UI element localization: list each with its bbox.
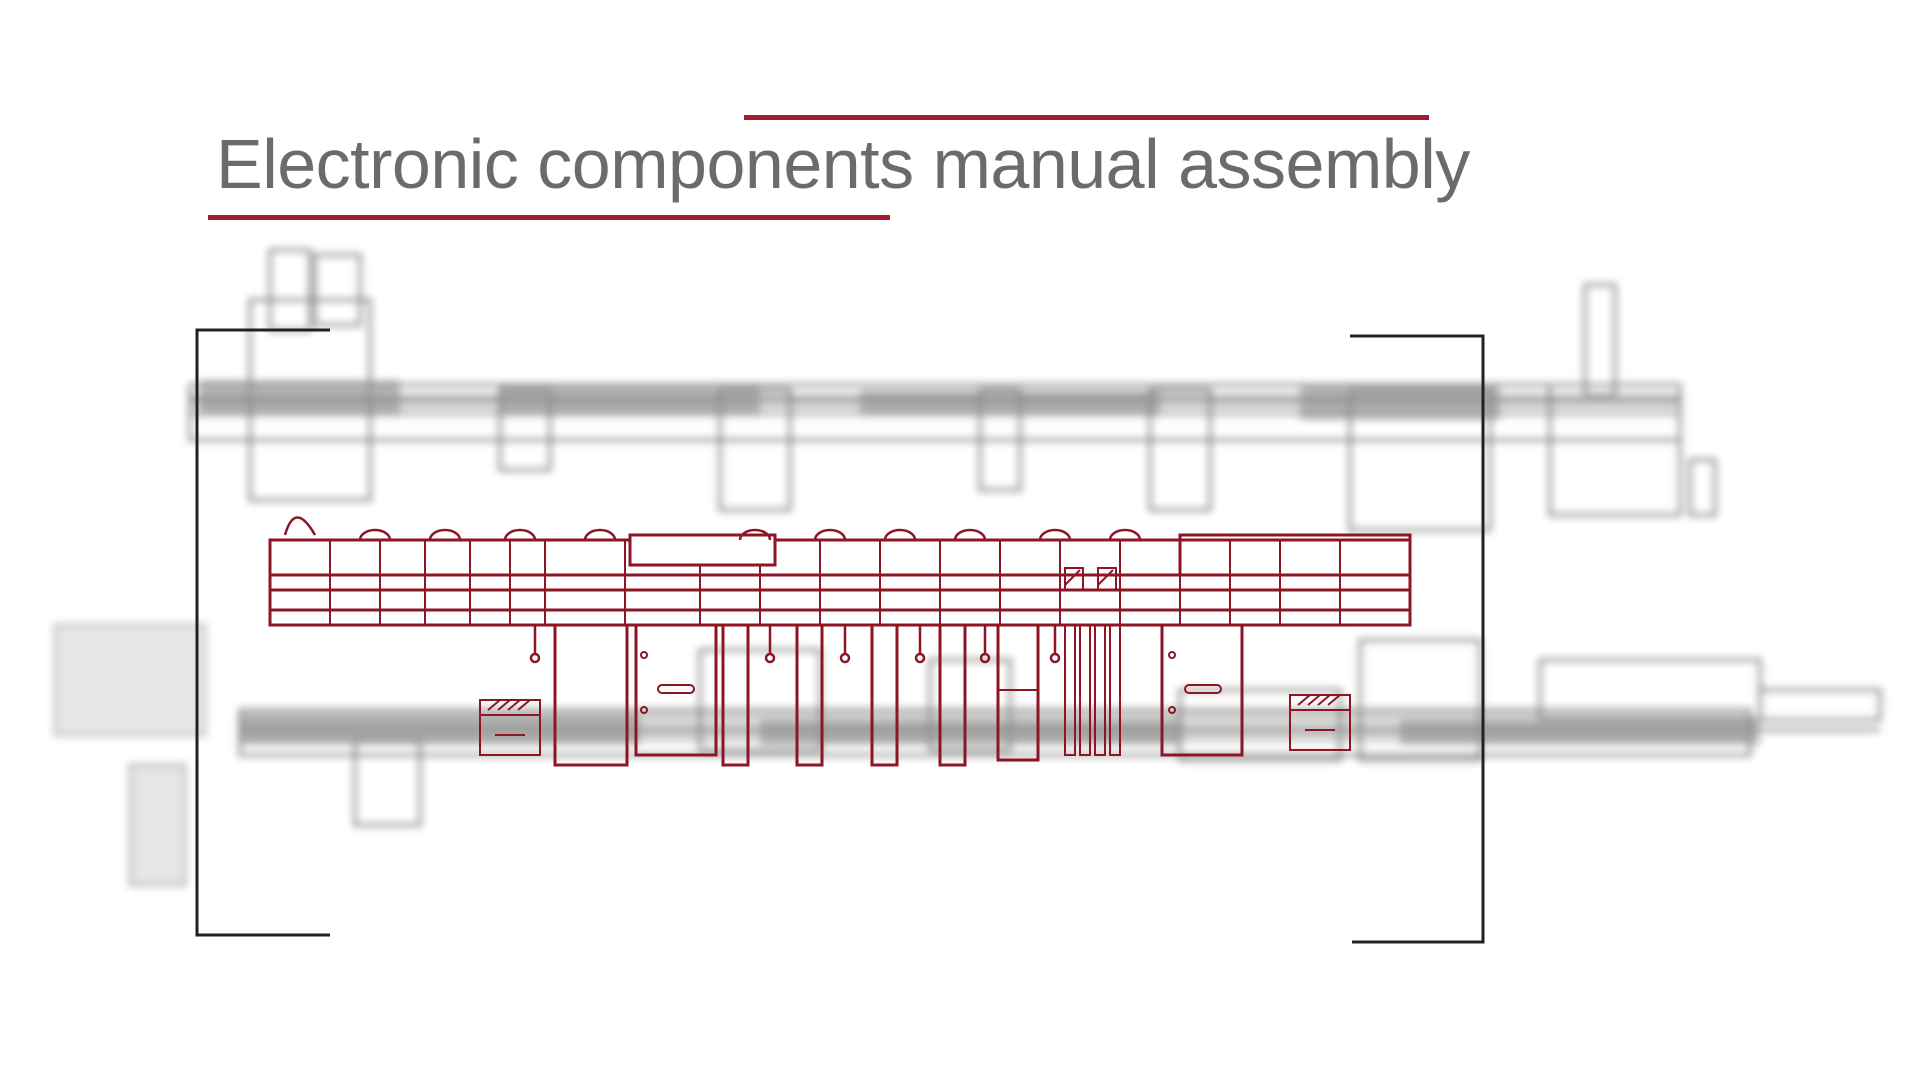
slide-title: Electronic components manual assembly	[216, 125, 1470, 203]
accent-rule-bottom	[208, 215, 890, 220]
accent-rule-top	[744, 115, 1429, 120]
